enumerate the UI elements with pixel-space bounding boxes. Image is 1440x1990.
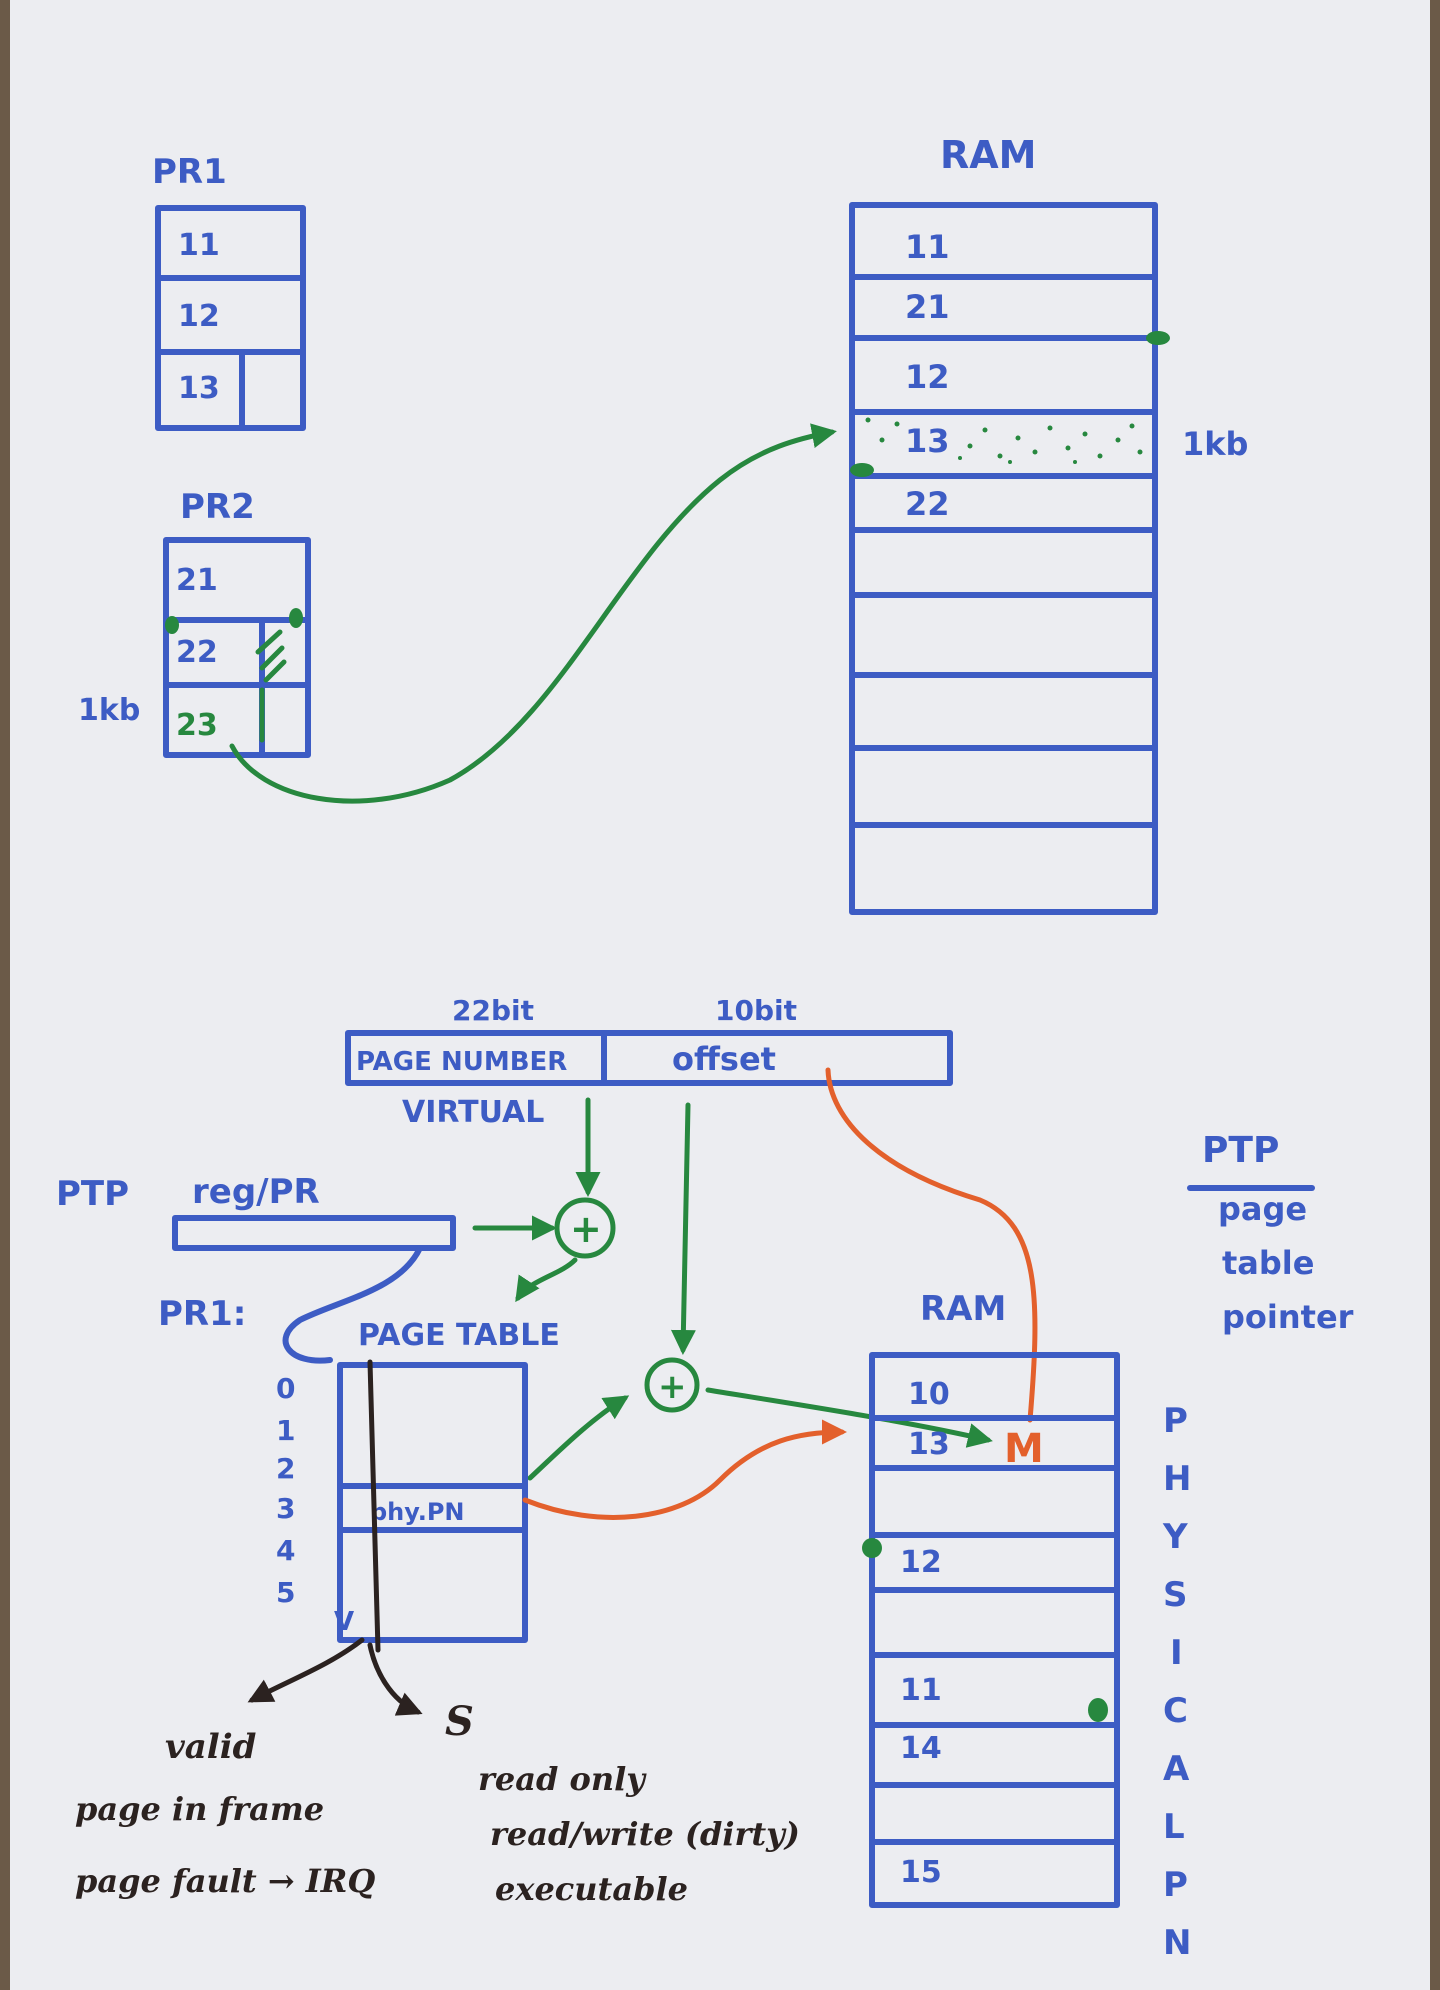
ram-bottom-row: 10 [908,1377,950,1412]
offset-bits-label: 10bit [715,994,797,1027]
adder-bottom: + [527,1102,993,1481]
svg-text:I: I [1170,1633,1183,1673]
s-flag: S [445,1698,474,1745]
page-mapping-arrow [229,423,837,804]
pr1-row: 13 [178,371,220,406]
ram-top-row: 22 [905,485,950,523]
svg-text:P: P [1163,1865,1188,1905]
page-index: 4 [276,1534,295,1567]
svg-text:A: A [1163,1749,1190,1789]
valid-note: page in frame [75,1790,324,1828]
ram-bottom-row: 14 [900,1731,942,1766]
pr2-row-highlighted: 23 [176,708,218,743]
svg-text:H: H [1163,1459,1191,1499]
pr2-row: 21 [176,563,218,598]
pr1-label: PR1 [152,152,227,192]
page-table-entry: phy.PN [370,1498,465,1526]
page-table: PAGE TABLE phy.PN 0 1 2 3 4 5 V [276,1318,560,1653]
pr2-row: 22 [176,635,218,670]
ptp-register: PTP reg/PR PR1: [56,1172,456,1364]
svg-text:table: table [1222,1244,1314,1282]
ptp-reg-label: reg/PR [192,1172,320,1212]
virtual-address: 22bit 10bit PAGE NUMBER offset VIRTUAL [345,994,953,1130]
page-index: 1 [276,1414,295,1447]
ram-top-row: 11 [905,228,950,266]
svg-text:S: S [1163,1575,1188,1615]
s-note: read only [478,1760,647,1798]
frame-arrow [522,1419,847,1520]
pr2-label: PR2 [180,487,255,527]
svg-text:N: N [1163,1923,1191,1963]
offset-field: offset [672,1040,776,1078]
offset-arrow [825,1067,1038,1423]
ram-bottom-row-highlighted: 13 [908,1427,950,1462]
svg-text:pointer: pointer [1222,1298,1354,1336]
pr2-table: PR2 21 22 23 1kb [78,487,311,758]
svg-text:L: L [1163,1807,1185,1847]
ptp-legend-title: PTP [1202,1130,1279,1171]
ram-bottom-row: 12 [900,1545,942,1580]
page-index: 5 [276,1576,295,1609]
paper-sheet [10,0,1430,1990]
adder-symbol: + [570,1207,602,1251]
valid-flag: V [334,1607,354,1637]
ram-top: RAM 11 21 12 13 22 1kb [849,133,1248,915]
adder-top: + [472,1097,616,1303]
physical-label: P H Y S I C A L P N [1162,1401,1191,1963]
page-index: 0 [276,1372,295,1405]
flag-notes: valid page in frame page fault → IRQ S r… [75,1637,800,1908]
page-bits-label: 22bit [452,994,534,1027]
s-note: read/write (dirty) [490,1815,800,1853]
ram-bottom: RAM 10 13 12 11 14 15 M [862,1289,1120,1908]
ptp-label: PTP [56,1174,129,1214]
virtual-label: VIRTUAL [402,1095,544,1130]
svg-text:P: P [1163,1401,1188,1441]
valid-label: valid [165,1727,257,1767]
pr2-size-label: 1kb [78,693,140,728]
ram-top-row: 12 [905,358,950,396]
pr1-bottom-label: PR1: [158,1294,246,1334]
adder-symbol: + [658,1367,687,1407]
ram-bottom-row: 15 [900,1855,942,1890]
ram-top-row-highlighted: 13 [905,422,950,460]
ptp-legend: PTP page table pointer [1187,1130,1354,1336]
pr1-table: PR1 11 12 13 [152,152,306,431]
ram-bottom-label: RAM [920,1289,1006,1329]
ram-top-size-label: 1kb [1182,425,1248,463]
svg-text:page: page [1218,1190,1307,1228]
pr1-row: 11 [178,228,220,263]
ram-top-row: 21 [905,288,950,326]
valid-note: page fault → IRQ [75,1862,375,1900]
page-table-label: PAGE TABLE [358,1318,560,1353]
page-index: 2 [276,1452,295,1485]
memory-access-marker: M [1004,1426,1044,1472]
pr1-row: 12 [178,299,220,334]
page-number-field: PAGE NUMBER [356,1047,567,1077]
svg-text:C: C [1163,1691,1188,1731]
svg-text:Y: Y [1162,1517,1188,1557]
s-note: executable [495,1870,688,1908]
ram-top-label: RAM [940,133,1036,177]
ram-bottom-row: 11 [900,1673,942,1708]
page-index: 3 [276,1492,295,1525]
